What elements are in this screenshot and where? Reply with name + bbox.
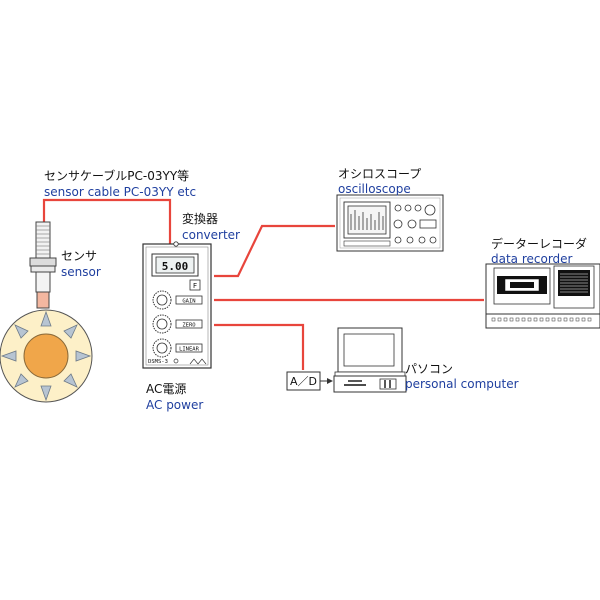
converter-device: 5.00 F GAIN ZERO LINEAR DSMS-3 (142, 241, 212, 369)
wire-to-oscilloscope (214, 224, 335, 278)
linear-knob: LINEAR (152, 338, 203, 358)
pc-label-jp: パソコン (405, 362, 454, 376)
sensor-device (29, 221, 57, 309)
sensor-cable-label-en: sensor cable PC-03YY etc (44, 185, 197, 199)
converter-display-value: 5.00 (162, 260, 189, 273)
ad-converter-device: A／D (286, 371, 333, 391)
pc-label-en: personal computer (405, 377, 519, 391)
sensor-cable-label-jp: センサケーブルPC-03YY等 (44, 169, 190, 183)
oscilloscope-device (336, 194, 444, 252)
data-recorder-device (485, 263, 600, 329)
ac-power-label-jp: AC電源 (146, 382, 187, 396)
zero-knob: ZERO (152, 314, 203, 334)
sensor-label-en: sensor (61, 265, 101, 279)
linear-label: LINEAR (179, 347, 200, 353)
wire-to-ad-converter (214, 323, 305, 370)
oscilloscope-label-jp: オシロスコープ (338, 167, 422, 181)
gain-knob: GAIN (152, 290, 203, 310)
sensor-label-jp: センサ (61, 249, 98, 263)
converter-label-en: converter (182, 228, 240, 242)
data-recorder-label-jp: データーレコーダ (491, 237, 588, 251)
gain-label: GAIN (182, 299, 195, 305)
sensor-cable-wire (42, 198, 172, 246)
target-object (0, 309, 93, 403)
personal-computer-device (333, 327, 407, 393)
converter-model: DSMS-3 (148, 359, 168, 365)
oscilloscope-label-en: oscilloscope (338, 182, 411, 196)
converter-f-label: F (193, 282, 197, 290)
data-recorder-label-en: data recorder (491, 252, 573, 266)
zero-label: ZERO (182, 323, 195, 329)
signal-wires (42, 198, 484, 370)
converter-label-jp: 変換器 (182, 212, 219, 226)
ad-label: A／D (290, 375, 317, 388)
ac-power-label-en: AC power (146, 398, 204, 412)
